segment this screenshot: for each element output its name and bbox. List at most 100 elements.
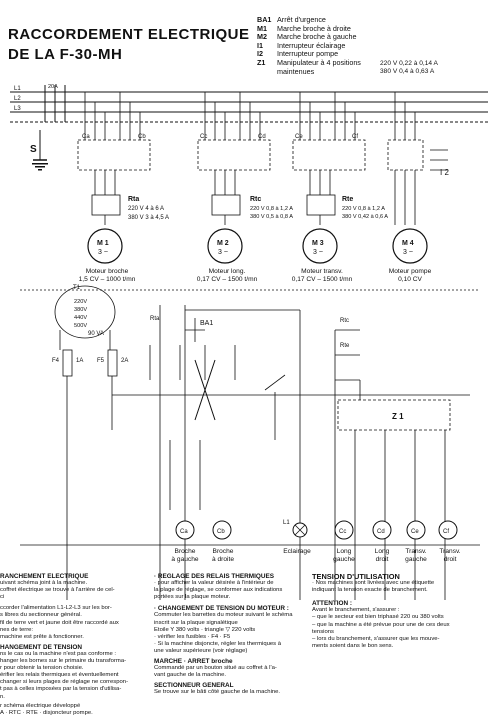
motor-m1-id: M 1 [97, 240, 109, 247]
svg-text:20A: 20A [48, 84, 58, 90]
transformer-tap-220: 220V [74, 299, 87, 305]
coil-ce [406, 520, 426, 540]
legend-row: I2 Interrupteur pompe [257, 50, 397, 59]
rta-label: Rta [150, 316, 160, 322]
motor-m1-caption: Moteur broche 1,5 CV – 1000 t/mn [62, 268, 152, 284]
instructions-column-right: TENSION D'UTILISATION · Nos machines son… [312, 573, 492, 650]
svg-text:Cf: Cf [352, 134, 358, 140]
coil-ce-label: Ce [411, 529, 419, 535]
legend-row: I1 Interrupteur éclairage [257, 40, 397, 51]
motor-m2-name: Moteur long. [208, 268, 246, 275]
transformer-tap-500: 500V [74, 323, 87, 329]
fuse-f4-symbol [62, 349, 73, 377]
motor-m1-phase: 3 ~ [98, 249, 108, 256]
legend-code: M2 [257, 32, 267, 42]
motor-m4-id: M 4 [402, 240, 414, 247]
section-tension-heading: HANGEMENT DE TENSION [0, 643, 83, 651]
svg-text:L3: L3 [14, 106, 21, 112]
coil-cc-label: Cc [339, 529, 346, 535]
section-marche-heading: MARCHE · ARRET broche [154, 658, 233, 666]
section-reglage-heading: · REGLAGE DES RELAIS THERMIQUES [154, 573, 275, 580]
motor-symbols [87, 228, 428, 264]
power-bus [10, 85, 488, 123]
caption-transv-droit: Transv. droit [439, 548, 461, 563]
pump-ratings: 220 V 0,22 à 0,14 A 380 V 0,4 à 0,63 A [380, 60, 438, 76]
relay-rta-title: Rta [128, 196, 139, 203]
coil-cd [372, 520, 392, 540]
page-title: RACCORDEMENT ELECTRIQUE [8, 26, 250, 43]
section-sectionneur-heading: SECTIONNEUR GENERAL [154, 682, 234, 690]
coil-cb-label: Cb [217, 529, 225, 535]
transformer-tap-440: 440V [74, 315, 87, 321]
motor-branches [77, 92, 424, 225]
switch-label: S [30, 144, 37, 155]
relay-rte-title: Rte [342, 196, 353, 203]
svg-text:Ca: Ca [82, 134, 90, 140]
section-branchement-heading: RANCHEMENT ELECTRIQUE [0, 573, 89, 580]
motor-m3-symbol [302, 228, 338, 264]
svg-text:Ce: Ce [295, 134, 303, 140]
legend-text: Interrupteur éclairage [277, 40, 346, 50]
z1-label: Z 1 [392, 412, 404, 421]
legend-code: M1 [257, 23, 267, 33]
motor-m4-name: Moteur pompe [388, 268, 432, 275]
motor-m3-name: Moteur transv. [301, 268, 343, 275]
relay-rte-220: 220 V 0,8 à 1,2 A [342, 206, 385, 212]
legend-text: Manipulateur à 4 positions maintenues [277, 57, 361, 76]
legend-code: I2 [257, 49, 263, 59]
fuse-f4-rating: 1A [76, 358, 83, 364]
fuse-f5-rating: 2A [121, 358, 128, 364]
motor-m3-phase: 3 ~ [313, 249, 323, 256]
manipulator-box [337, 399, 451, 431]
relay-rte-380: 380 V 0,42 à 0,6 A [342, 214, 388, 220]
relay-rta-380: 380 V 3 à 4,5 A [128, 215, 169, 221]
section-attention-heading: ATTENTION : [312, 600, 352, 608]
section-changement-body: Commuter les barrettes du moteur suivant… [154, 612, 293, 654]
section-raccord-body: ccorder l'alimentation L1-L2-L3 sur les … [0, 605, 119, 640]
motor-m2-spec: 0,17 CV – 1500 t/mn [196, 276, 258, 283]
legend-text: Marche broche à gauche [277, 32, 357, 42]
section-utilisation-heading: TENSION D'UTILISATION [312, 572, 400, 581]
motor-m1-spec: 1,5 CV – 1000 t/mn [78, 276, 136, 283]
instructions-column-middle: · REGLAGE DES RELAIS THERMIQUES · pour a… [154, 573, 304, 697]
section-marche-body: Commandé par un bouton situé au coffret … [154, 665, 277, 679]
legend-row: M2 Marche broche à gauche [257, 33, 397, 42]
i2-label: I 2 [440, 168, 449, 177]
motor-m1-symbol [87, 228, 123, 264]
rtc-label: Rtc [340, 318, 349, 324]
coil-cf [438, 520, 458, 540]
coil-ca-label: Ca [180, 529, 188, 535]
section-changement-heading: · CHANGEMENT DE TENSION DU MOTEUR : [154, 605, 289, 613]
fuse-f4-label: F4 [52, 358, 60, 364]
control-circuit [20, 285, 480, 600]
motor-m4-spec: 0,10 CV [398, 276, 422, 283]
motor-m4-phase: 3 ~ [403, 249, 413, 256]
transformer-label: T1 [73, 285, 81, 291]
transformer-symbol [54, 285, 116, 339]
svg-text:L1: L1 [14, 86, 21, 92]
section-tension-body: ns le cas ou la machine n'est pas confor… [0, 650, 129, 700]
svg-text:Cd: Cd [258, 134, 266, 140]
coil-cf-label: Cf [443, 529, 449, 535]
svg-text:L2: L2 [14, 96, 21, 102]
legend-text: Marche broche à droite [277, 23, 351, 33]
motor-m4-symbol [392, 228, 428, 264]
earth-symbol [32, 163, 48, 171]
motor-m2-id: M 2 [217, 240, 229, 247]
coil-cc [334, 520, 354, 540]
motor-m1-name: Moteur broche [85, 268, 129, 275]
motor-m2-phase: 3 ~ [218, 249, 228, 256]
motor-m3-caption: Moteur transv. 0,17 CV – 1500 t/mn [277, 268, 367, 284]
legend-code: I1 [257, 40, 263, 50]
legend-code: BA1 [257, 15, 272, 24]
transformer-power: 90 VA [88, 331, 104, 337]
lamp-l1-label: L1 [283, 520, 290, 526]
legend-row: M1 Marche broche à droite [257, 23, 397, 34]
legend-text: Interrupteur pompe [277, 49, 339, 59]
section-branchement-body: uivant schéma joint à la machine. coffre… [0, 580, 115, 601]
instructions-column-left: RANCHEMENT ELECTRIQUE uivant schéma join… [0, 573, 148, 717]
section-schema-body: r schéma électrique développé A · RTC · … [0, 702, 93, 716]
